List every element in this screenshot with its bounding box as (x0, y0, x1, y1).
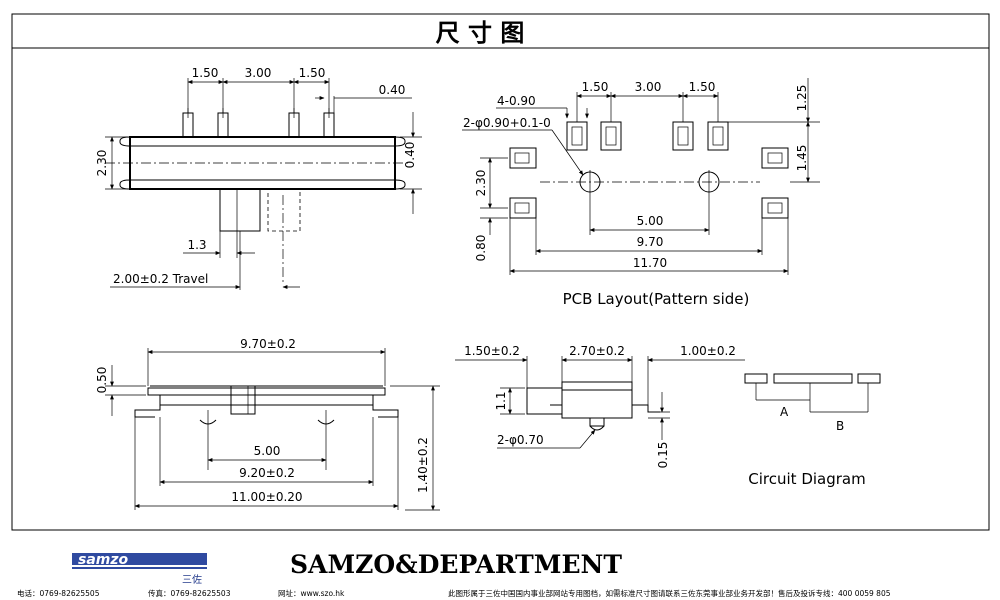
dim-label: 4-0.90 (497, 94, 536, 108)
dim-label: 1.50 (192, 66, 219, 80)
dim-label: 2.30 (95, 150, 109, 177)
dim-label: 3.00 (245, 66, 272, 80)
dim-label: 1.50 (582, 80, 609, 94)
dim-label: 2.70±0.2 (569, 344, 625, 358)
dim-label: 0.15 (656, 442, 670, 469)
dim-label: 9.70±0.2 (240, 337, 296, 351)
bottom-left-view: 9.70±0.2 0.50 5.00 9.20±0.2 11.00±0.20 1… (95, 337, 440, 511)
logo-text: samzo (78, 552, 129, 568)
footer-web: 网址：www.szo.hk (278, 588, 345, 598)
dim-label: 2-φ0.90+0.1-0 (463, 116, 551, 130)
circuit-caption: Circuit Diagram (748, 470, 865, 488)
dim-label: 0.40 (403, 142, 417, 169)
pcb-layout-view: 1.50 3.00 1.50 4-0.90 2-φ0.90+0.1-0 1.25… (462, 78, 820, 308)
samzo-logo-icon: samzo 三佐 (72, 552, 207, 586)
page-title: 尺 寸 图 (436, 18, 525, 47)
dim-label: 3.00 (635, 80, 662, 94)
dim-label: 1.25 (795, 85, 809, 112)
footer-tel: 电话：0769-82625505 (17, 588, 100, 598)
dim-label: 1.3 (187, 238, 206, 252)
company-name: SAMZO&DEPARTMENT (290, 550, 622, 579)
dim-label: 0.50 (95, 367, 109, 394)
dim-label: 1.45 (795, 145, 809, 172)
dim-label: 1.50 (299, 66, 326, 80)
dim-label: 1.00±0.2 (680, 344, 736, 358)
footer: samzo 三佐 SAMZO&DEPARTMENT 电话：0769-826255… (17, 550, 891, 598)
circuit-diagram: A B Circuit Diagram (744, 373, 881, 488)
dim-label: 2.00±0.2 Travel (113, 272, 208, 286)
dim-label: 1.50±0.2 (464, 344, 520, 358)
dim-label: 1.50 (689, 80, 716, 94)
dim-label: 0.40 (379, 83, 406, 97)
dim-label: 2-φ0.70 (497, 433, 544, 447)
dim-label: 1.40±0.2 (416, 437, 430, 493)
top-left-view: 1.50 3.00 1.50 0.40 2.30 0.40 1.3 2.00±0… (95, 66, 422, 290)
dim-label: 5.00 (637, 214, 664, 228)
dim-label: 9.70 (637, 235, 664, 249)
footer-notice: 此图形属于三佐中国国内事业部网站专用图档，如需标准尺寸图请联系三佐东莞事业部业务… (448, 588, 891, 598)
pcb-layout-caption: PCB Layout(Pattern side) (563, 290, 750, 308)
dim-label: 2.30 (474, 170, 488, 197)
circuit-label-b: B (836, 419, 844, 433)
logo-subtitle: 三佐 (182, 574, 202, 586)
side-view: 1.50±0.2 2.70±0.2 1.00±0.2 1.1 2-φ0.70 0… (455, 344, 745, 468)
circuit-label-a: A (780, 405, 789, 419)
dim-label: 11.00±0.20 (231, 490, 302, 504)
drawing-box (11, 47, 990, 531)
dim-label: 5.00 (254, 444, 281, 458)
dim-label: 0.80 (474, 235, 488, 262)
dim-label: 1.1 (494, 391, 508, 410)
dim-label: 9.20±0.2 (239, 466, 295, 480)
footer-fax: 传真：0769-82625503 (148, 588, 231, 598)
dim-label: 11.70 (633, 256, 667, 270)
